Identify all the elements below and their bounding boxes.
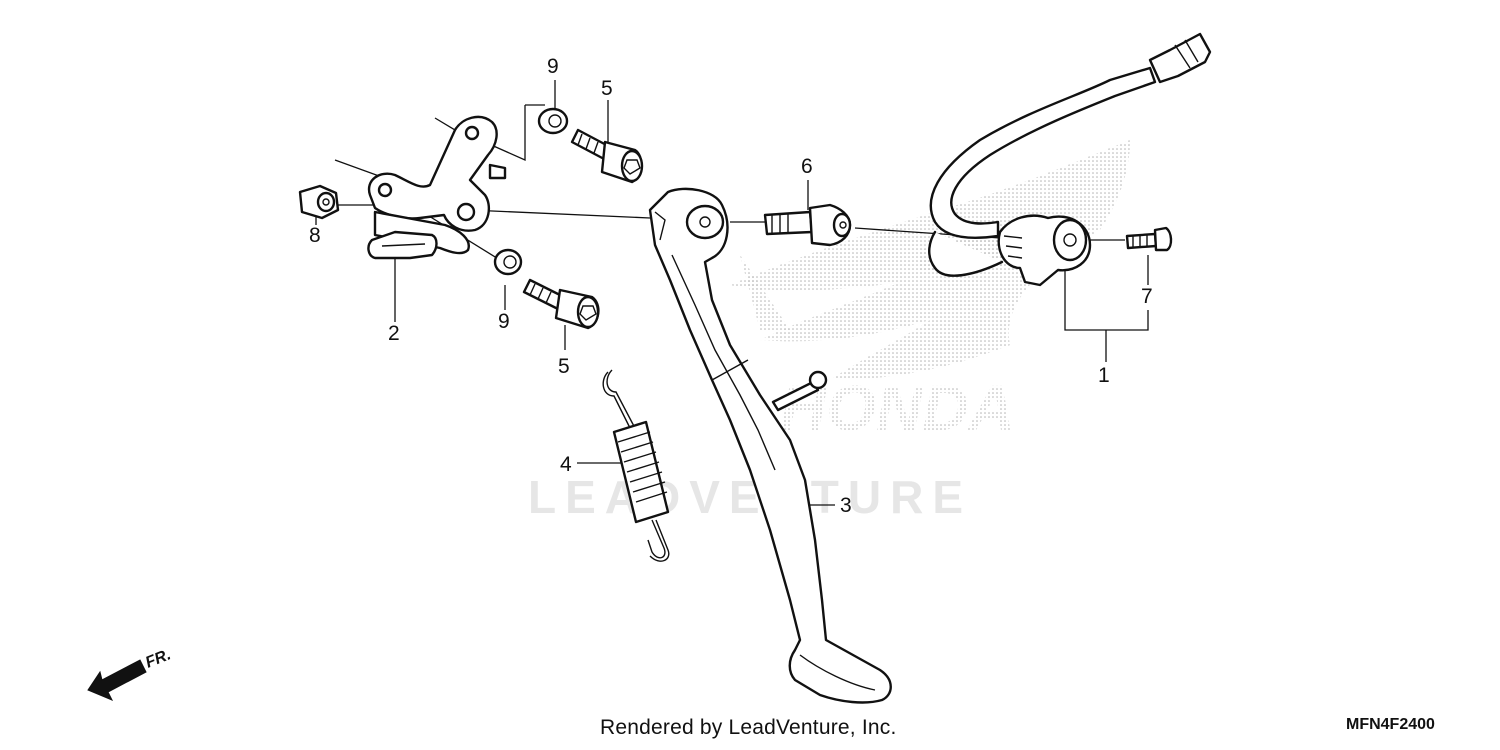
callout-4: 4 — [560, 453, 572, 476]
bracket-part-2 — [367, 115, 507, 260]
callout-9-bottom: 9 — [498, 310, 510, 333]
callout-6: 6 — [801, 155, 813, 178]
callout-5-bottom: 5 — [558, 355, 570, 378]
callout-2: 2 — [388, 322, 400, 345]
callout-3: 3 — [840, 494, 852, 517]
diagram-code: MFN4F2400 — [1346, 716, 1435, 733]
front-marker-label: FR. — [143, 646, 173, 671]
leadventure-watermark: LEADVENTURE — [527, 471, 973, 523]
leader-lines — [315, 80, 1149, 506]
render-credit: Rendered by LeadVenture, Inc. — [600, 716, 897, 739]
callout-8: 8 — [309, 224, 321, 247]
callout-1: 1 — [1098, 364, 1110, 387]
front-direction-marker: FR. — [87, 646, 173, 701]
callout-5-top: 5 — [601, 77, 613, 100]
washer-part-9-bottom — [493, 248, 523, 276]
front-arrow-icon — [87, 659, 147, 701]
spring-part-4 — [602, 369, 670, 562]
pivot-bolt-part-6 — [763, 203, 852, 247]
side-stand-part-3 — [648, 187, 892, 704]
screw-part-7 — [1125, 226, 1173, 252]
socket-bolt-part-5-top — [570, 128, 644, 184]
callout-9-top: 9 — [547, 55, 559, 78]
callout-7: 7 — [1141, 285, 1153, 308]
socket-bolt-part-5-bottom — [522, 278, 600, 330]
washer-part-9-top — [537, 107, 569, 135]
side-stand-switch-part-1 — [928, 32, 1212, 287]
callout-labels: 1 2 3 4 5 5 6 7 8 9 9 — [309, 55, 1153, 517]
flange-nut-part-8 — [298, 184, 340, 220]
